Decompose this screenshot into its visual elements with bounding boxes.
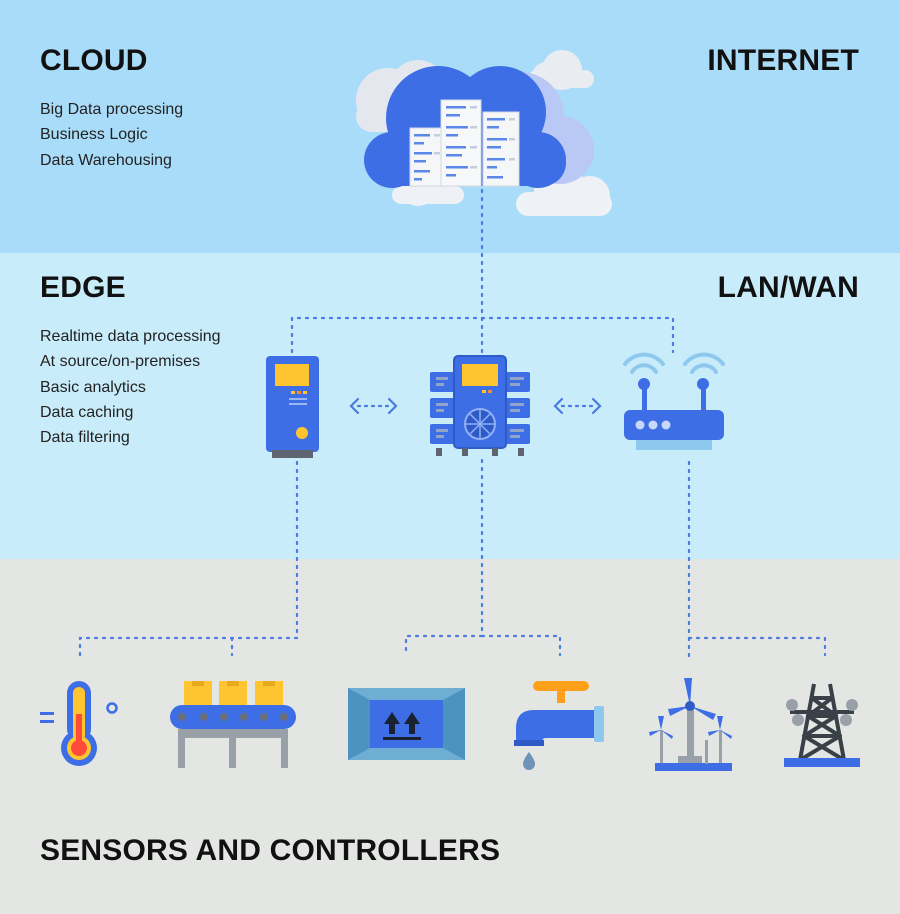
wind-turbine-icon (649, 678, 732, 771)
sensors-title: SENSORS AND CONTROLLERS (40, 834, 501, 867)
cloud-datacenter-icon (356, 50, 612, 216)
conveyor-belt-icon (170, 681, 296, 768)
tower-to-sensors-connector (78, 460, 299, 657)
list-item: Business Logic (40, 126, 148, 144)
lan-wan-label: LAN/WAN (717, 271, 859, 304)
cloud-title: CLOUD (40, 44, 148, 77)
internet-label: INTERNET (707, 44, 859, 77)
list-item: At source/on-premises (40, 353, 201, 371)
bidirectional-arrow-icon (553, 397, 602, 415)
wifi-router-icon (623, 352, 725, 450)
list-item: Big Data processing (40, 101, 184, 118)
edge-features-list: Realtime data processing At source/on-pr… (40, 324, 221, 450)
list-item: Data Warehousing (40, 151, 172, 169)
water-tap-icon (514, 681, 604, 770)
edge-bus-connector (290, 316, 675, 354)
power-pylon-icon (784, 683, 860, 767)
cloud-features-list: Big Data processing Business Logic Data … (40, 97, 183, 173)
list-item: Data caching (40, 403, 134, 421)
connector-lines (78, 188, 827, 658)
bidirectional-arrow-icon (349, 397, 398, 415)
tower-server-icon (266, 356, 319, 458)
list-item: Realtime data processing (40, 328, 221, 345)
thermometer-icon (40, 681, 118, 766)
edge-title: EDGE (40, 271, 126, 304)
list-item: Data filtering (40, 429, 130, 447)
server-rack-icon (430, 355, 530, 456)
rack-to-sensors-connector (404, 458, 484, 657)
list-item: Basic analytics (40, 378, 146, 396)
package-box-icon (348, 688, 465, 760)
